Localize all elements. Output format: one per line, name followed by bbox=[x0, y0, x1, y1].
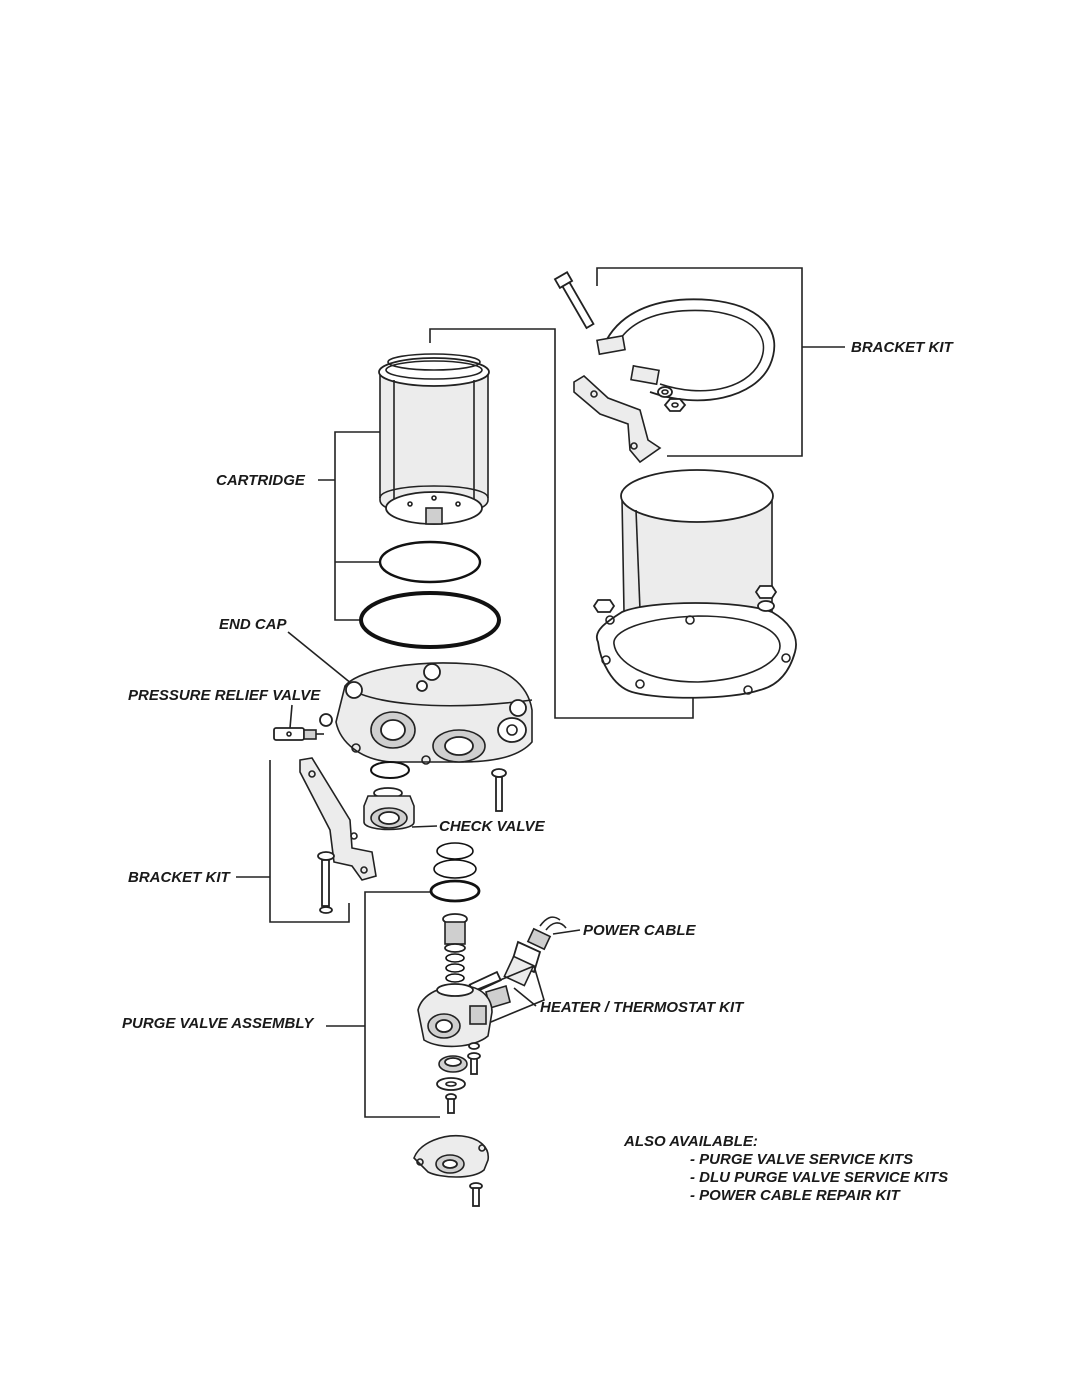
cartridge-o-rings bbox=[359, 540, 501, 649]
also-available-item: - POWER CABLE REPAIR KIT bbox=[690, 1187, 900, 1204]
label-cartridge: CARTRIDGE bbox=[216, 472, 305, 489]
label-bracket-kit-top: BRACKET KIT bbox=[851, 339, 953, 356]
also-available-item: - PURGE VALVE SERVICE KITS bbox=[690, 1151, 914, 1168]
label-purge-valve-assembly: PURGE VALVE ASSEMBLY bbox=[122, 1015, 314, 1032]
also-available-item: - DLU PURGE VALVE SERVICE KITS bbox=[690, 1169, 949, 1186]
bracket-kit-bottom-parts bbox=[299, 757, 377, 914]
end-cap-part bbox=[319, 662, 533, 765]
end-cap-bolt bbox=[491, 768, 507, 812]
power-cable-part bbox=[503, 916, 567, 987]
also-available-block: ALSO AVAILABLE: - PURGE VALVE SERVICE KI… bbox=[624, 1133, 948, 1205]
label-end-cap: END CAP bbox=[219, 616, 287, 633]
purge-valve-internals bbox=[442, 913, 468, 983]
pressure-relief-valve-part bbox=[273, 727, 324, 741]
label-power-cable: POWER CABLE bbox=[583, 922, 696, 939]
leader-lines bbox=[236, 267, 845, 1118]
housing-part bbox=[592, 469, 797, 699]
purge-valve-lower-parts bbox=[436, 1042, 481, 1114]
purge-valve-body bbox=[417, 983, 493, 1048]
also-available-heading: ALSO AVAILABLE: bbox=[624, 1133, 758, 1150]
label-heater-thermostat-kit: HEATER / THERMOSTAT KIT bbox=[540, 999, 744, 1016]
label-pressure-relief-valve: PRESSURE RELIEF VALVE bbox=[128, 687, 321, 704]
label-check-valve: CHECK VALVE bbox=[439, 818, 545, 835]
check-valve-part bbox=[363, 787, 415, 831]
purge-valve-o-rings bbox=[429, 842, 481, 903]
label-bracket-kit-bottom: BRACKET KIT bbox=[128, 869, 230, 886]
end-cap-o-ring bbox=[370, 761, 410, 779]
cartridge-part bbox=[378, 353, 490, 525]
bracket-kit-top-parts bbox=[553, 271, 776, 464]
bottom-cover-part bbox=[413, 1134, 489, 1207]
